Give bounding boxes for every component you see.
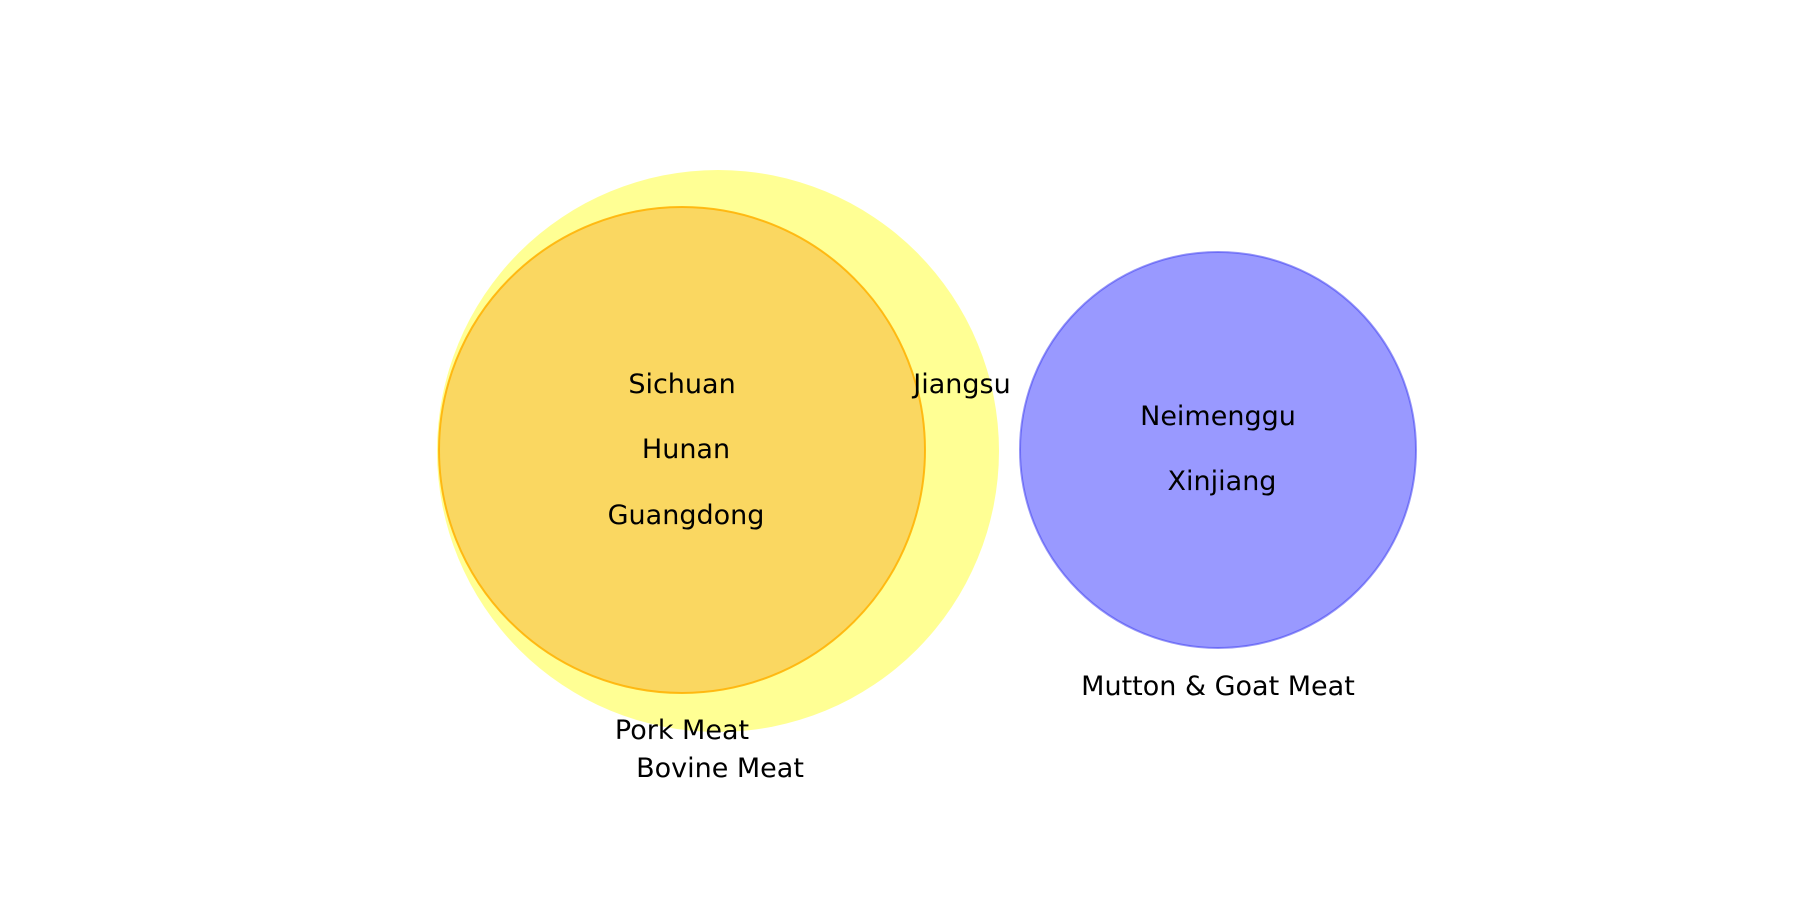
set-label-bovine-meat: Bovine Meat <box>636 753 804 784</box>
member-neimenggu: Neimenggu <box>1140 401 1296 432</box>
member-sichuan: Sichuan <box>628 369 735 400</box>
set-label-mutton-goat-meat: Mutton & Goat Meat <box>1081 671 1355 702</box>
member-jiangsu: Jiangsu <box>911 369 1010 400</box>
set-label-pork-meat: Pork Meat <box>615 715 749 746</box>
member-guangdong: Guangdong <box>608 500 765 531</box>
member-xinjiang: Xinjiang <box>1168 466 1277 497</box>
mutton-goat-meat-circle <box>1019 251 1417 649</box>
bovine-meat-circle <box>437 170 999 732</box>
pork-meat-circle <box>438 206 926 694</box>
member-hunan: Hunan <box>642 434 730 465</box>
